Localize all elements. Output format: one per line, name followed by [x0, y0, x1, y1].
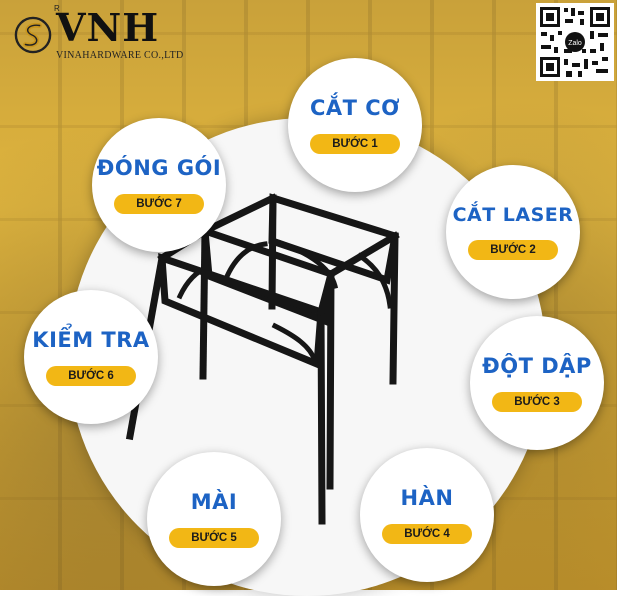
step-title: HÀN: [400, 486, 454, 510]
step-cat-laser: CẮT LASER BƯỚC 2: [446, 165, 580, 299]
step-badge: BƯỚC 1: [310, 134, 400, 154]
step-badge: BƯỚC 2: [468, 240, 558, 260]
company-name: VINAHARDWARE CO.,LTD: [56, 50, 184, 61]
qr-zalo-label: Zalo: [568, 40, 582, 47]
registered-mark: R: [54, 4, 60, 13]
black-folding-table-frame-icon: [125, 193, 400, 525]
step-title: ĐỘT DẬP: [482, 354, 592, 378]
qr-code-icon: Zalo: [538, 5, 612, 79]
brand-logo: VNH VINAHARDWARE CO.,LTD: [14, 8, 184, 61]
step-badge: BƯỚC 6: [46, 366, 136, 386]
step-cat-co: CẮT CƠ BƯỚC 1: [288, 58, 422, 192]
brand-name: VNH: [56, 5, 160, 50]
step-mai: MÀI BƯỚC 5: [147, 452, 281, 586]
step-han: HÀN BƯỚC 4: [360, 448, 494, 582]
step-badge: BƯỚC 4: [382, 524, 472, 544]
step-badge: BƯỚC 3: [492, 392, 582, 412]
step-title: KIỂM TRA: [32, 328, 150, 352]
vnh-swirl-logo-icon: [14, 16, 52, 53]
step-title: MÀI: [190, 490, 238, 514]
step-badge: BƯỚC 5: [169, 528, 259, 548]
step-title: CẮT LASER: [452, 204, 574, 226]
step-dong-goi: ĐÓNG GÓI BƯỚC 7: [92, 118, 226, 252]
qr-code[interactable]: Zalo: [536, 3, 614, 81]
step-kiem-tra: KIỂM TRA BƯỚC 6: [24, 290, 158, 424]
step-badge: BƯỚC 7: [114, 194, 204, 214]
step-title: CẮT CƠ: [309, 96, 401, 120]
step-dot-dap: ĐỘT DẬP BƯỚC 3: [470, 316, 604, 450]
step-title: ĐÓNG GÓI: [96, 156, 222, 180]
